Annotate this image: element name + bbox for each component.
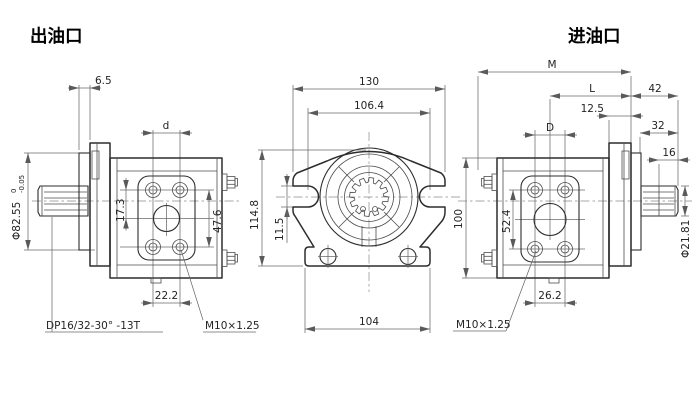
dim-pilot-diameter: Φ82.55 0 -0.05 <box>10 153 31 250</box>
inlet-title: 进油口 <box>568 26 621 47</box>
internal-spline-bore <box>349 177 389 217</box>
pilot-boss <box>630 152 642 251</box>
front-flange-view: 130 106.4 114.8 11.5 104 <box>249 76 462 333</box>
outlet-port <box>152 204 181 233</box>
note-outlet-thread: M10×1.25 <box>180 249 260 333</box>
svg-text:26.2: 26.2 <box>538 290 561 302</box>
svg-text:106.4: 106.4 <box>354 100 384 112</box>
dim-body-height: 100 <box>453 158 469 278</box>
through-bolt-head <box>221 173 238 191</box>
inlet-port-face <box>520 175 580 263</box>
dim-hole-spacing-top: D <box>523 122 577 138</box>
mounting-flange <box>89 142 111 267</box>
base-mounting-holes <box>318 245 418 268</box>
pump-body <box>496 157 610 284</box>
svg-text:Φ82.55: Φ82.55 <box>11 202 23 240</box>
svg-text:114.8: 114.8 <box>249 200 261 230</box>
svg-text:M10×1.25: M10×1.25 <box>456 319 511 331</box>
drive-shaft-spline <box>37 185 89 217</box>
dim-hole-spacing-vertical: 47.6 <box>206 190 224 247</box>
inlet-port <box>533 202 567 237</box>
svg-text:22.2: 22.2 <box>155 290 178 302</box>
svg-text:-0.05: -0.05 <box>18 175 26 193</box>
svg-text:D: D <box>546 122 554 134</box>
note-inlet-thread: M10×1.25 <box>453 250 537 332</box>
dim-mount-length: L <box>550 83 631 99</box>
dim-spline-length: 16 <box>647 147 690 163</box>
svg-text:Φ21.81: Φ21.81 <box>680 220 692 258</box>
svg-text:42: 42 <box>648 83 661 95</box>
dim-slot-width: 11.5 <box>274 174 290 243</box>
svg-text:104: 104 <box>359 316 379 328</box>
through-bolt-head <box>481 173 498 191</box>
svg-text:130: 130 <box>359 76 379 88</box>
svg-text:M10×1.25: M10×1.25 <box>205 320 260 332</box>
dim-hole-spacing-top: d <box>141 120 192 136</box>
dim-hole-spacing-bottom: 22.2 <box>141 290 192 306</box>
svg-text:L: L <box>589 83 595 95</box>
flange-outline <box>292 150 446 267</box>
pump-body <box>109 157 223 284</box>
bearing-housing-circles <box>319 147 419 247</box>
drive-shaft-spline <box>640 185 679 217</box>
svg-text:M: M <box>547 59 556 71</box>
dim-slot-span: 106.4 <box>308 100 430 116</box>
dim-flange-offset: 6.5 <box>68 75 112 91</box>
svg-text:d: d <box>163 120 170 132</box>
through-bolt-head <box>481 249 498 267</box>
svg-text:0: 0 <box>10 189 18 193</box>
svg-text:6.5: 6.5 <box>95 75 112 87</box>
dim-spline-extension: 32 <box>640 120 678 136</box>
through-bolt-head <box>221 249 238 267</box>
svg-text:12.5: 12.5 <box>581 103 604 115</box>
dim-shaft-diameter: Φ21.81 <box>680 186 692 258</box>
note-spline-spec: DP16/32-30° -13T <box>45 217 163 333</box>
dim-hole-spacing-bottom: 26.2 <box>523 290 577 306</box>
svg-text:32: 32 <box>651 120 664 132</box>
svg-text:100: 100 <box>453 209 465 229</box>
svg-text:11.5: 11.5 <box>274 218 286 241</box>
svg-text:DP16/32-30° -13T: DP16/32-30° -13T <box>46 320 141 332</box>
outlet-side-view: 6.5 d 17.3 47.6 22.2 Φ82.55 <box>10 75 260 333</box>
dim-hole-spacing-vertical: 52.4 <box>501 190 516 249</box>
dim-base-width: 104 <box>305 316 430 332</box>
outlet-title: 出油口 <box>30 26 83 47</box>
dim-overall-width: 130 <box>293 76 445 92</box>
inlet-side-view: M L 42 12.5 D 32 16 <box>453 59 692 332</box>
mounting-flange <box>608 142 632 267</box>
dim-overall-height: 114.8 <box>249 150 265 266</box>
outlet-port-face <box>137 175 196 261</box>
svg-text:47.6: 47.6 <box>212 209 224 233</box>
dim-shaft-extension: 42 <box>631 83 678 99</box>
dim-flange-thickness: 12.5 <box>581 103 643 119</box>
svg-text:52.4: 52.4 <box>501 209 513 233</box>
svg-text:17.3: 17.3 <box>115 199 127 222</box>
dim-overall-length: M <box>478 59 631 75</box>
svg-text:16: 16 <box>662 147 676 159</box>
dim-center-offset: 17.3 <box>115 178 129 231</box>
